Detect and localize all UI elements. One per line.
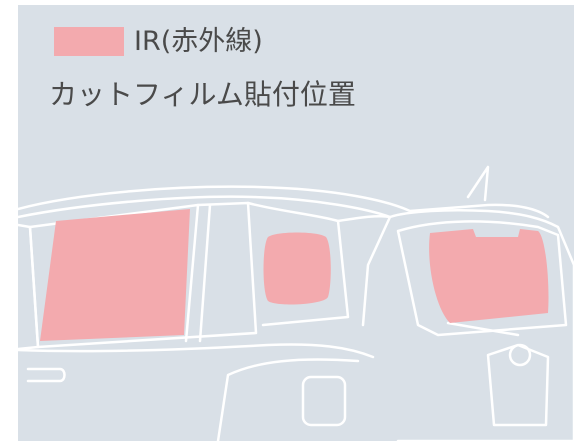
rear-quarter-panel	[336, 214, 392, 327]
film-side-window	[40, 209, 190, 341]
legend-swatch	[54, 27, 124, 56]
legend: IR(赤外線)	[54, 27, 263, 56]
diagram-caption: カットフィルム貼付位置	[49, 78, 356, 111]
tail-light	[486, 343, 550, 427]
rear-bumper-line	[216, 358, 360, 441]
roof-outline	[18, 185, 550, 219]
tailgate-window-frame	[396, 220, 568, 337]
b-pillar	[184, 203, 212, 343]
fuel-lid	[301, 375, 347, 427]
legend-label: IR(赤外線)	[134, 26, 263, 57]
door-handle	[26, 367, 66, 383]
car-rear-illustration	[18, 165, 574, 441]
tailgate-outline	[388, 209, 574, 441]
wiper-pivot	[508, 343, 532, 367]
front-pillar	[18, 223, 40, 351]
diagram-panel: IR(赤外線) カットフィルム貼付位置	[18, 5, 574, 441]
antenna	[466, 165, 490, 202]
film-rear-window	[429, 229, 549, 323]
roof-inner-line	[18, 195, 392, 219]
film-quarter-window	[263, 232, 331, 305]
rear-wiper	[446, 321, 520, 337]
door-line	[18, 343, 375, 359]
